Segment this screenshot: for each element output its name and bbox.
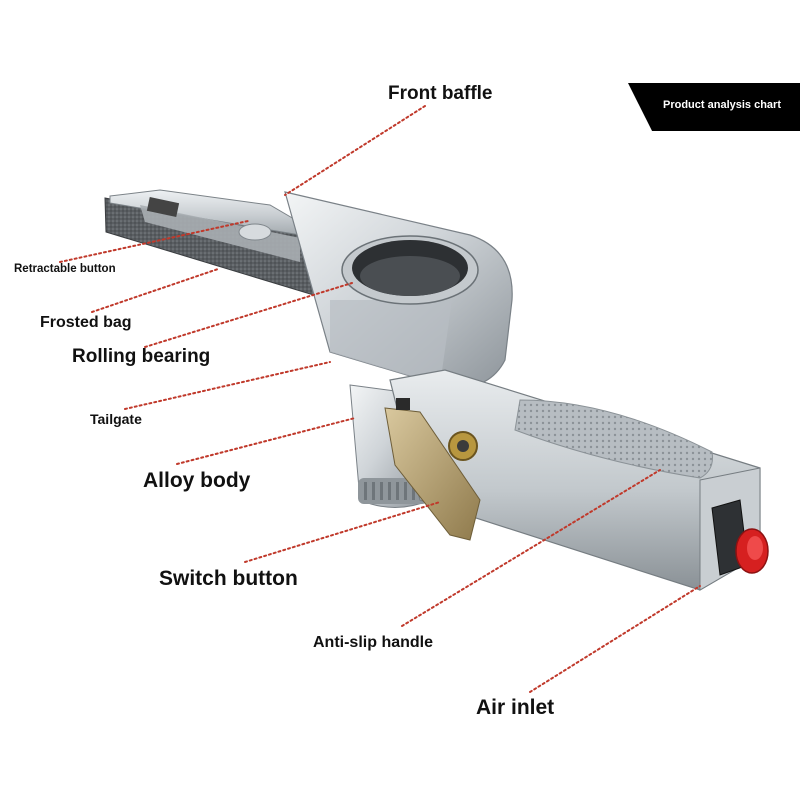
label-rolling-bearing: Rolling bearing <box>72 346 211 367</box>
label-air-inlet: Air inlet <box>476 696 555 719</box>
label-alloy-body: Alloy body <box>143 469 251 492</box>
air-inlet-fitting <box>711 499 769 576</box>
label-frosted-bag: Frosted bag <box>40 314 132 331</box>
label-anti-slip-handle: Anti-slip handle <box>313 634 433 651</box>
leader-switch-button <box>244 501 441 563</box>
switch-lever <box>384 398 481 541</box>
label-retractable-button: Retractable button <box>14 263 116 275</box>
leader-rolling-bearing <box>144 282 353 348</box>
leader-air-inlet <box>529 585 701 693</box>
label-switch-button: Switch button <box>159 567 298 590</box>
leader-anti-slip-handle <box>401 469 661 627</box>
leader-alloy-body <box>176 417 356 465</box>
banner-title: Product analysis chart <box>663 99 781 111</box>
rolling-bearing-ring <box>341 235 479 305</box>
banner-background <box>628 83 800 131</box>
label-front-baffle: Front baffle <box>388 83 493 104</box>
leader-tailgate <box>124 361 331 410</box>
leader-retractable-button <box>59 220 249 263</box>
label-tailgate: Tailgate <box>90 411 142 427</box>
leader-frosted-bag <box>91 268 219 313</box>
leader-lines <box>59 105 701 693</box>
leader-front-baffle <box>284 105 426 196</box>
